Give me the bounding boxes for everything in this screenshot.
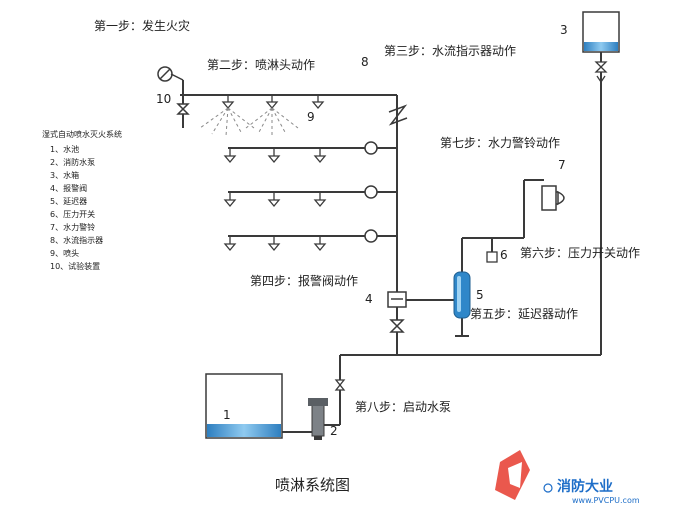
sprinkler-head-icon [223, 236, 237, 252]
check-valve-icon [596, 75, 606, 84]
sprinkler-head-icon [267, 148, 281, 164]
sprinkler-head-icon [265, 95, 279, 110]
retard-chamber [453, 271, 471, 319]
component-number-5: 5 [476, 288, 484, 302]
step-4-label: 第四步：报警阀动作 [250, 274, 359, 288]
component-number-10: 10 [156, 92, 172, 106]
legend-item: 9、喷头 [50, 249, 80, 258]
sprinkler-head-icon [221, 95, 235, 110]
legend-item: 4、报警阀 [50, 184, 88, 193]
sprinkler-head-icon [311, 95, 325, 110]
flow-indicator-icon [364, 141, 378, 155]
pump-icon [311, 403, 325, 437]
step-3-label: 第三步：水流指示器动作 [384, 44, 517, 58]
component-number-3: 3 [560, 23, 568, 37]
sprinkler-head-icon [267, 236, 281, 252]
alarm-bell-icon [557, 190, 565, 206]
diagram-caption: 喷淋系统图 [275, 476, 351, 494]
water-tank [582, 11, 620, 84]
step-7-label: 第七步：水力警铃动作 [440, 136, 561, 150]
flow-indicator-icon [364, 229, 378, 243]
tank-valve-icon [594, 61, 608, 73]
sprinkler-head-icon [267, 192, 281, 208]
sprinkler-head-icon [313, 148, 327, 164]
component-number-8: 8 [361, 55, 369, 69]
sprinkler-head-icon [223, 192, 237, 208]
component-number-2: 2 [330, 424, 338, 438]
test-valve-icon [176, 103, 190, 115]
water-pool [205, 373, 283, 439]
retard-chamber-icon [453, 271, 471, 319]
wechat-icon [543, 483, 553, 493]
alarm-bell-box-icon [541, 185, 557, 211]
alarm-valve [387, 291, 407, 333]
water-spray [199, 107, 299, 137]
component-number-1: 1 [223, 408, 231, 422]
legend-item: 7、水力警铃 [50, 223, 96, 232]
component-number-6: 6 [500, 248, 508, 262]
sprinkler-head-icon [223, 148, 237, 164]
pipe-break-mark [388, 104, 408, 126]
watermark-url: www.PVCPU.com [572, 496, 640, 505]
legend-item: 2、消防水泵 [50, 158, 96, 167]
step-5-label: 第五步：延迟器动作 [470, 307, 579, 321]
watermark-logo [495, 450, 553, 500]
water-flow-indicators [364, 141, 378, 243]
gate-valve-icon [389, 319, 405, 333]
watermark-title: 消防大业 [557, 479, 613, 495]
fire-pump [308, 379, 346, 440]
legend-item: 6、压力开关 [50, 210, 96, 219]
legend-item: 1、水池 [50, 145, 80, 154]
legend-title: 湿式自动喷水灭火系统 [42, 130, 122, 139]
sprinkler-heads [221, 95, 327, 252]
component-number-9: 9 [307, 110, 315, 124]
component-number-7: 7 [558, 158, 566, 172]
pressure-switch-icon [486, 251, 498, 263]
step-8-label: 第八步：启动水泵 [355, 400, 452, 414]
test-device [157, 66, 190, 115]
flow-indicator-icon [364, 185, 378, 199]
component-legend: 湿式自动喷水灭火系统 1、水池 2、消防水泵 3、水箱 4、报警阀 5、延迟器 … [42, 128, 122, 273]
sprinkler-head-icon [313, 192, 327, 208]
component-number-4: 4 [365, 292, 373, 306]
step-6-label: 第六步：压力开关动作 [520, 246, 641, 260]
pump-valve-icon [334, 379, 346, 391]
legend-item: 3、水箱 [50, 171, 80, 180]
legend-item: 5、延迟器 [50, 197, 88, 206]
water-alarm-bell [541, 185, 565, 211]
legend-item: 10、试验装置 [50, 262, 101, 271]
legend-item: 8、水流指示器 [50, 236, 104, 245]
step-2-label: 第二步：喷淋头动作 [207, 58, 316, 72]
step-1-label: 第一步：发生火灾 [94, 19, 191, 33]
sprinkler-head-icon [313, 236, 327, 252]
